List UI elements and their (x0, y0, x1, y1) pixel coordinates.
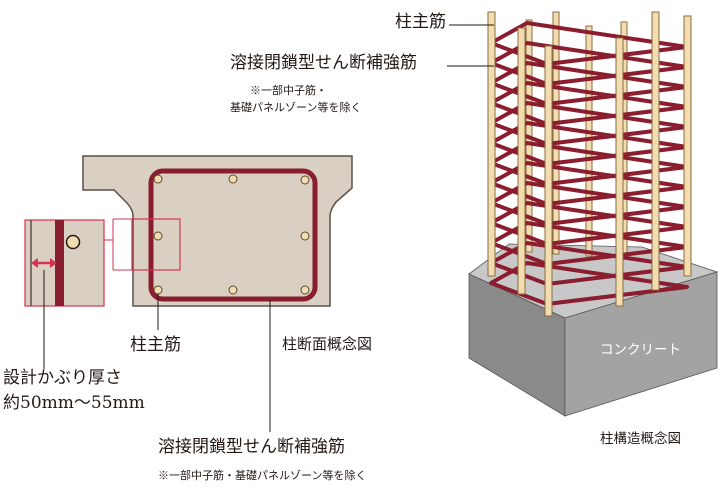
label-closed-hoop-top: 溶接閉鎖型せん断補強筋 (230, 53, 417, 73)
main-bars-section (153, 174, 310, 295)
closed-hoop-section (148, 168, 318, 302)
label-main-bar-top: 柱主筋 (395, 12, 446, 32)
main-bar (300, 175, 310, 185)
main-bar (487, 11, 496, 277)
cover-depth-detail (24, 219, 105, 369)
main-bar (300, 285, 310, 295)
hoop (489, 261, 689, 306)
arrow-head-right (50, 258, 57, 268)
label-cover-2: 約50mm〜55mm (3, 393, 145, 413)
main-bar (552, 11, 560, 255)
main-bar (228, 285, 238, 295)
main-bar (544, 45, 553, 317)
label-structure-title: 柱構造概念図 (600, 431, 681, 447)
label-cover-1: 設計かぶり厚さ (3, 368, 122, 388)
main-bar (228, 174, 238, 184)
label-closed-hoop-bottom: 溶接閉鎖型せん断補強筋 (158, 437, 345, 457)
column-cross-section (82, 155, 353, 307)
main-bar (615, 37, 624, 307)
label-section-title: 柱断面概念図 (282, 335, 373, 353)
main-bar (300, 231, 310, 241)
zoom-source-box (131, 218, 181, 271)
main-bar (683, 15, 692, 277)
arrow-head-left (31, 258, 38, 268)
label-note-top-2: 基礎パネルゾーン等を除く (230, 101, 362, 114)
main-bar (517, 27, 526, 295)
label-note-bottom: ※一部中子筋・基礎パネルゾーン等を除く (158, 469, 367, 482)
base-right-face (564, 271, 718, 417)
detail-main-bar (65, 234, 81, 250)
column-structure-3d (468, 11, 719, 417)
label-note-top-1: ※一部中子筋・ (250, 84, 327, 97)
main-bar (153, 174, 163, 184)
main-bar (651, 11, 660, 291)
detail-hoop (55, 220, 64, 306)
label-main-bar-left: 柱主筋 (130, 335, 181, 355)
front-main-bars (487, 11, 692, 317)
main-bar (153, 231, 163, 241)
label-concrete: コンクリート (600, 342, 681, 358)
